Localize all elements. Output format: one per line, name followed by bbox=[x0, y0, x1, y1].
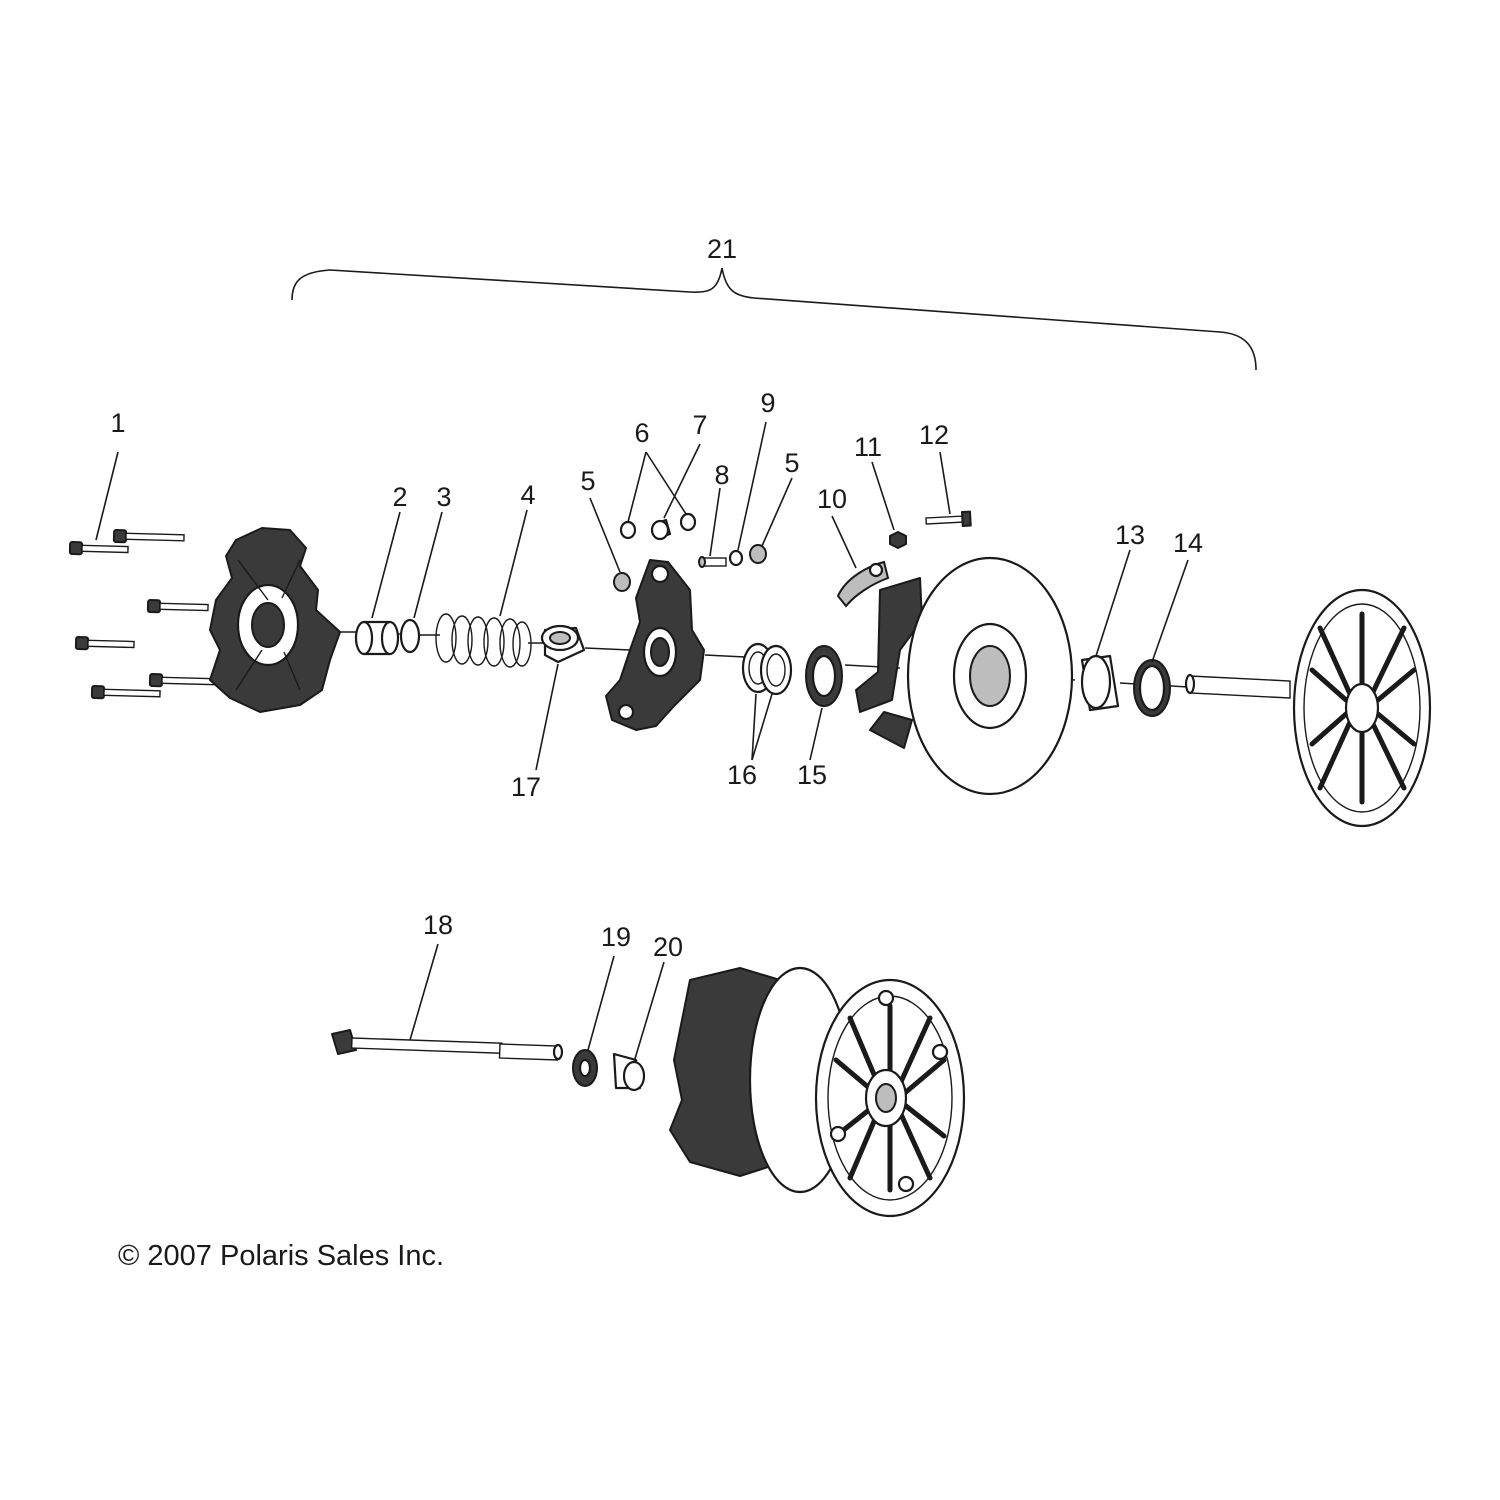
callouts: 1 2 3 4 5 6 7 8 9 5 10 11 12 13 14 15 16… bbox=[110, 388, 1203, 962]
snap-ring-part-3 bbox=[399, 618, 421, 654]
callout-4: 4 bbox=[520, 480, 535, 510]
roller-part-5 bbox=[613, 572, 631, 592]
copyright-notice: © 2007 Polaris Sales Inc. bbox=[118, 1240, 445, 1272]
roller-part-5b bbox=[749, 544, 767, 564]
callout-16: 16 bbox=[727, 760, 757, 790]
washer-part-19 bbox=[572, 1049, 598, 1087]
callout-17: 17 bbox=[511, 772, 541, 802]
leader-lines bbox=[95, 421, 1189, 1063]
bushing-part-13 bbox=[1080, 654, 1120, 712]
callout-15: 15 bbox=[797, 760, 827, 790]
callout-18: 18 bbox=[423, 910, 453, 940]
assembled-clutch bbox=[669, 966, 966, 1218]
bolt bbox=[68, 541, 129, 556]
seal-part-15 bbox=[805, 645, 843, 707]
washer-part-6a bbox=[619, 520, 637, 540]
bushing-part-17 bbox=[540, 624, 586, 664]
callout-19: 19 bbox=[601, 922, 631, 952]
bolt bbox=[146, 599, 209, 614]
callout-14: 14 bbox=[1173, 528, 1203, 558]
callout-11: 11 bbox=[854, 432, 882, 462]
callout-9: 9 bbox=[760, 388, 775, 418]
callout-2: 2 bbox=[392, 482, 407, 512]
bolt bbox=[112, 529, 185, 544]
callout-5a: 5 bbox=[580, 466, 595, 496]
callout-21: 21 bbox=[707, 234, 737, 264]
ring-part-14 bbox=[1133, 659, 1171, 717]
callout-8: 8 bbox=[714, 460, 729, 490]
callout-13: 13 bbox=[1115, 520, 1145, 550]
callout-12: 12 bbox=[919, 420, 949, 450]
bolt bbox=[90, 685, 161, 700]
callout-6: 6 bbox=[634, 418, 649, 448]
pin-part-12 bbox=[925, 510, 972, 527]
callout-1: 1 bbox=[110, 408, 125, 438]
callout-3: 3 bbox=[436, 482, 451, 512]
washer-part-9 bbox=[728, 549, 744, 567]
spacer-part-20 bbox=[612, 1052, 646, 1092]
pin-part-8 bbox=[698, 556, 727, 568]
bolt bbox=[74, 636, 135, 651]
rings-part-16 bbox=[741, 642, 793, 696]
bolts-part-1 bbox=[68, 529, 219, 700]
flyweight-part-10 bbox=[836, 560, 890, 608]
moveable-sheave bbox=[855, 556, 1074, 796]
callout-5b: 5 bbox=[784, 448, 799, 478]
spider-part bbox=[605, 559, 705, 731]
assembly-bracket: 21 bbox=[291, 234, 1257, 371]
clutch-cover bbox=[209, 527, 341, 713]
fixed-sheave bbox=[1184, 588, 1432, 828]
bushing-part-2 bbox=[354, 620, 400, 656]
nut-part-11 bbox=[889, 531, 907, 549]
spring-part-4 bbox=[435, 613, 532, 668]
bolt bbox=[148, 673, 219, 688]
callout-20: 20 bbox=[653, 932, 683, 962]
callout-10: 10 bbox=[817, 484, 847, 514]
washer-part-6b bbox=[679, 512, 697, 532]
callout-7: 7 bbox=[692, 410, 707, 440]
bolt-part-18 bbox=[331, 1029, 564, 1061]
small-hardware bbox=[613, 512, 767, 592]
